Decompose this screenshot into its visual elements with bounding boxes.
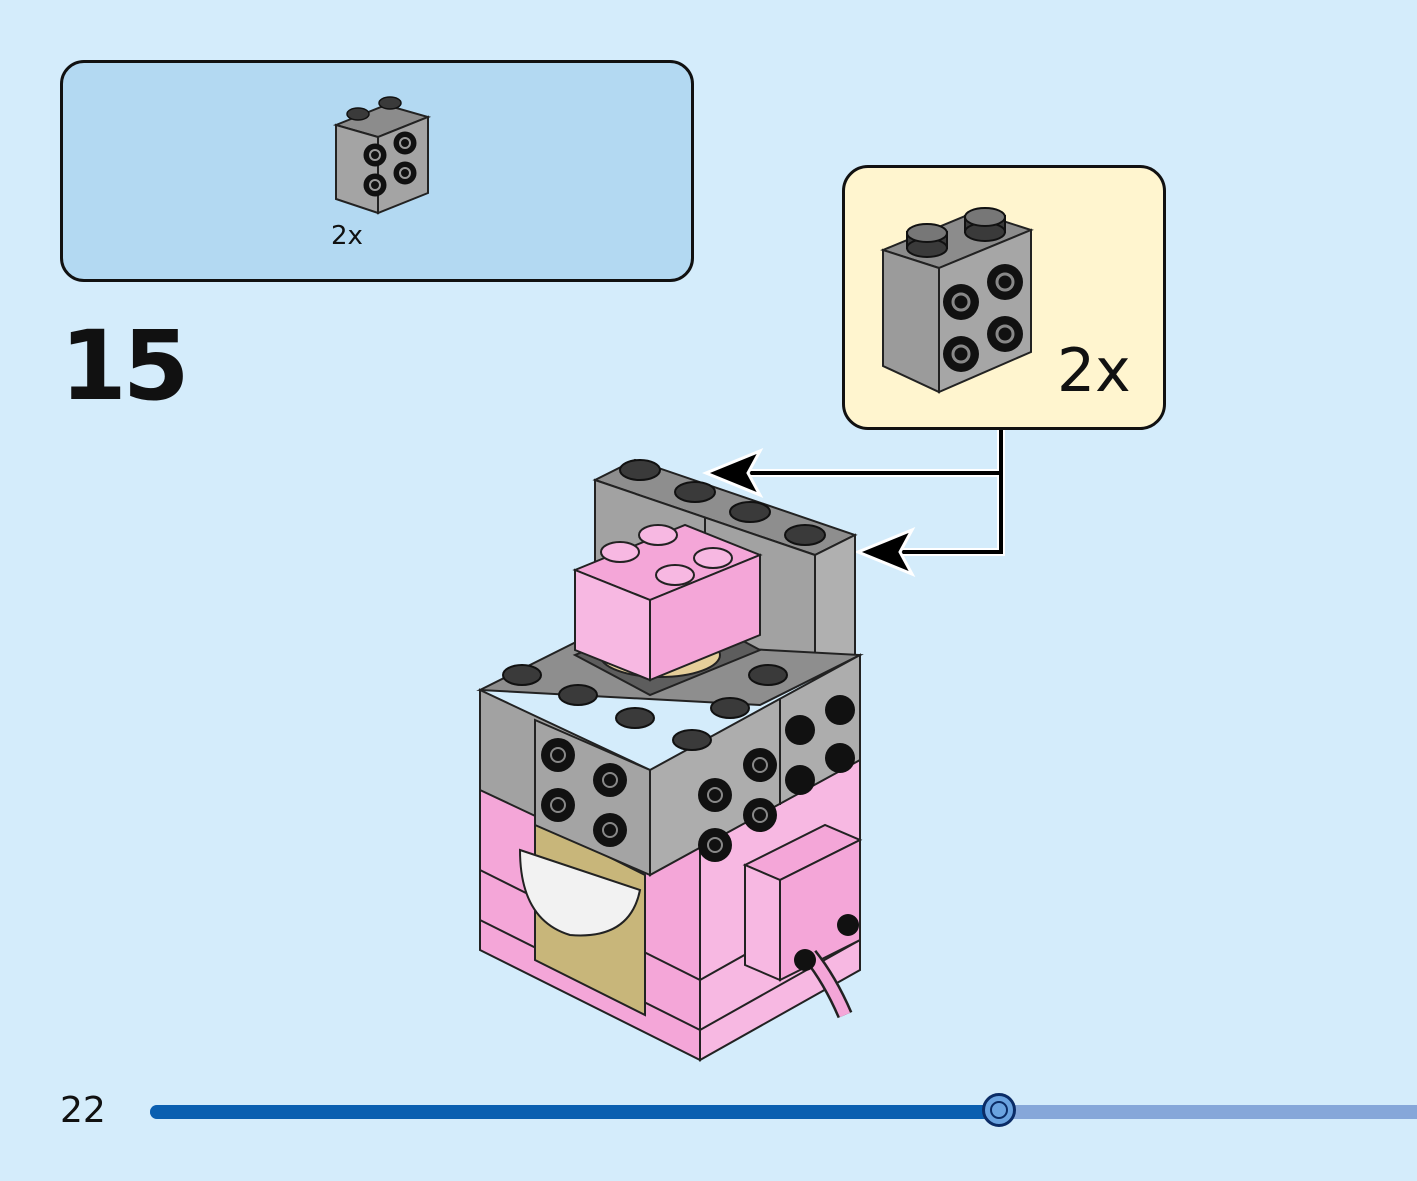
parts-list-box: 2x xyxy=(60,60,694,282)
progress-fill xyxy=(150,1105,999,1119)
model-illustration xyxy=(476,458,864,1062)
grey-side-stud-brick-icon xyxy=(880,207,1034,394)
grey-side-stud-brick-icon xyxy=(332,96,432,215)
callout-box: 2x xyxy=(842,165,1166,430)
arrow-head-lower xyxy=(854,527,916,577)
progress-knob xyxy=(981,1093,1016,1127)
arrow-head-upper xyxy=(702,448,764,498)
parts-quantity: 2x xyxy=(331,221,363,251)
step-number: 15 xyxy=(60,310,190,422)
callout-quantity: 2x xyxy=(1057,336,1131,406)
progress-bar xyxy=(150,1093,1417,1127)
page-number: 22 xyxy=(60,1090,106,1131)
